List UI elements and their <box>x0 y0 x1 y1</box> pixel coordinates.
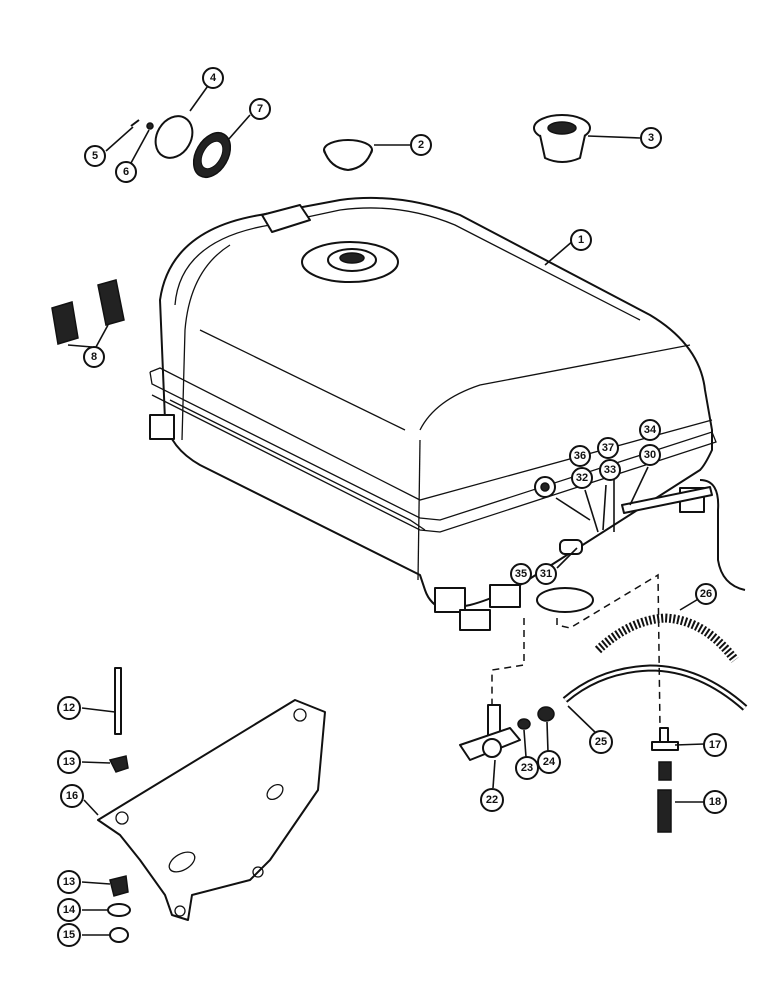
cover-plate <box>154 115 194 159</box>
svg-text:8: 8 <box>91 351 97 363</box>
svg-text:22: 22 <box>486 794 498 806</box>
svg-text:37: 37 <box>602 442 614 454</box>
callout-31: 31 <box>535 563 557 585</box>
callout-30: 30 <box>639 444 661 466</box>
stud-bolt <box>114 667 122 735</box>
callout-13-lower: 13 <box>57 870 81 894</box>
callout-25: 25 <box>589 730 613 754</box>
svg-text:13: 13 <box>63 876 75 888</box>
flat-washer <box>107 903 131 917</box>
protective-spring <box>594 613 739 663</box>
svg-text:24: 24 <box>543 756 556 768</box>
callout-8: 8 <box>83 346 105 368</box>
callout-37: 37 <box>597 437 619 459</box>
svg-text:14: 14 <box>63 904 76 916</box>
callout-12: 12 <box>57 696 81 720</box>
svg-text:17: 17 <box>709 739 721 751</box>
fuel-tank <box>149 196 746 631</box>
callout-34: 34 <box>639 419 661 441</box>
callout-15: 15 <box>57 923 81 947</box>
gasket <box>192 131 232 179</box>
svg-text:2: 2 <box>418 139 424 151</box>
callout-17: 17 <box>703 733 727 757</box>
callout-26: 26 <box>695 583 717 605</box>
support-bracket <box>97 699 326 921</box>
callout-35: 35 <box>510 563 532 585</box>
callout-36: 36 <box>569 445 591 467</box>
screw <box>130 119 140 127</box>
svg-text:25: 25 <box>595 736 607 748</box>
elbow-fitting <box>651 727 679 751</box>
svg-text:30: 30 <box>644 449 656 461</box>
svg-text:12: 12 <box>63 702 75 714</box>
svg-text:3: 3 <box>648 132 654 144</box>
svg-text:34: 34 <box>644 424 657 436</box>
svg-text:23: 23 <box>521 762 533 774</box>
svg-text:35: 35 <box>515 568 527 580</box>
filler-neck <box>533 114 591 163</box>
svg-text:7: 7 <box>257 103 263 115</box>
svg-text:6: 6 <box>123 166 129 178</box>
callout-6: 6 <box>115 161 137 183</box>
routing-lines <box>491 573 661 729</box>
callout-1: 1 <box>570 229 592 251</box>
ferrule <box>517 718 531 730</box>
filler-cap <box>323 139 373 171</box>
callout-16: 16 <box>60 784 84 808</box>
callout-33: 33 <box>599 459 621 481</box>
callout-2: 2 <box>410 134 432 156</box>
washer <box>146 122 154 130</box>
fuel-line <box>562 664 748 711</box>
svg-text:15: 15 <box>63 929 75 941</box>
svg-text:32: 32 <box>576 472 588 484</box>
lock-nut-upper <box>108 755 129 773</box>
shut-off-valve <box>459 704 521 761</box>
svg-text:16: 16 <box>66 790 78 802</box>
callout-24: 24 <box>537 750 561 774</box>
svg-text:4: 4 <box>210 72 217 84</box>
svg-text:36: 36 <box>574 450 586 462</box>
callout-13-upper: 13 <box>57 750 81 774</box>
svg-text:5: 5 <box>92 150 98 162</box>
callout-22: 22 <box>480 788 504 812</box>
lock-nut-lower <box>109 875 129 897</box>
svg-text:26: 26 <box>700 588 712 600</box>
svg-text:18: 18 <box>709 796 721 808</box>
callout-5: 5 <box>84 145 106 167</box>
svg-text:13: 13 <box>63 756 75 768</box>
callout-18: 18 <box>703 790 727 814</box>
callout-7: 7 <box>249 98 271 120</box>
callout-4: 4 <box>202 67 224 89</box>
callout-14: 14 <box>57 898 81 922</box>
insulator-pads <box>51 279 125 345</box>
leader-lines <box>67 82 705 936</box>
svg-text:33: 33 <box>604 464 616 476</box>
hose-nut <box>537 706 555 722</box>
svg-text:31: 31 <box>540 568 552 580</box>
callout-32: 32 <box>571 467 593 489</box>
svg-text:1: 1 <box>578 234 584 246</box>
drain-hose <box>657 761 672 833</box>
callout-23: 23 <box>515 756 539 780</box>
hex-nut <box>109 927 129 943</box>
callout-3: 3 <box>640 127 662 149</box>
